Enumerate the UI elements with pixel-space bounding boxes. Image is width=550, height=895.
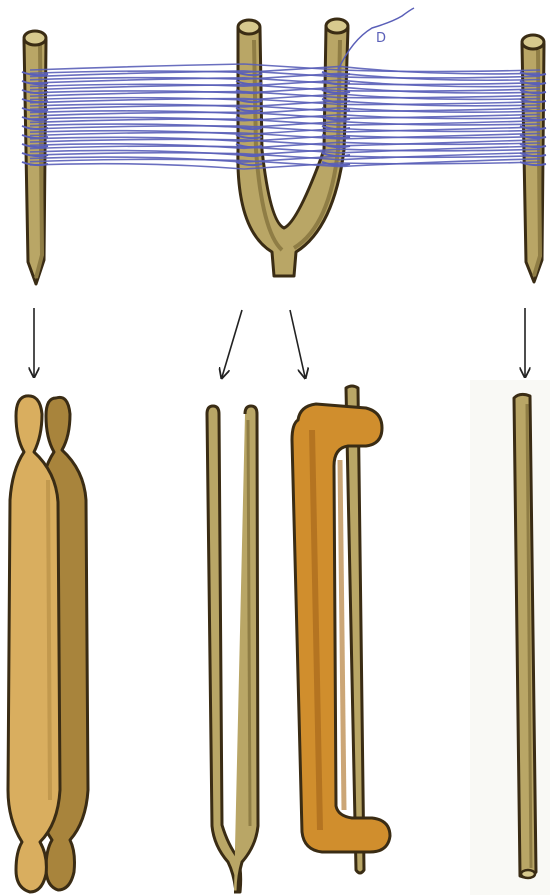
arrow-fork-left <box>222 310 242 377</box>
warp-threads <box>22 64 546 169</box>
arrows <box>34 308 525 377</box>
split-fork-rods <box>207 406 258 892</box>
right-rod-panel <box>470 380 550 895</box>
paired-beam-bars <box>8 396 88 892</box>
warping-frame: D <box>22 8 546 284</box>
shed-rod-with-heddle-stick <box>292 386 390 873</box>
thread-label: D <box>376 31 386 46</box>
arrow-fork-right <box>290 310 305 377</box>
warp-thread <box>30 153 540 160</box>
warp-thread <box>30 146 540 153</box>
